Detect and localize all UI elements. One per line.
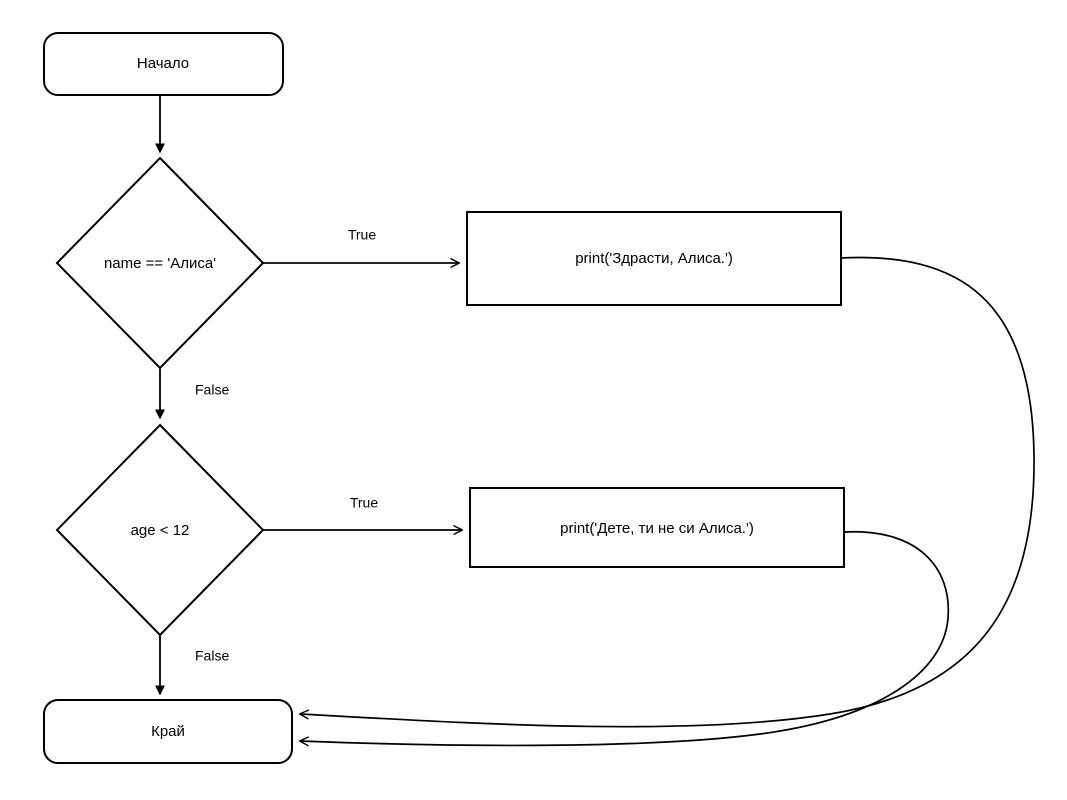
edge-label-name-true: True [348, 227, 376, 243]
edge-decision-age-false: False [160, 635, 229, 694]
print-child-not-alice-node-shape[interactable] [469, 487, 845, 568]
edge-print-child-not-alice-to-end [300, 530, 950, 746]
print-child-not-alice-node-label: print('Дете, ти не си Алиса.') [560, 520, 754, 537]
start-node-label: Начало [137, 55, 189, 72]
decision-age-node-shape[interactable] [55, 423, 265, 637]
edge-decision-name-true: True [263, 227, 459, 263]
edge-label-age-true: True [350, 495, 378, 511]
edge-print-hello-alice-to-end [300, 256, 1035, 728]
node-end[interactable]: Край [43, 699, 293, 764]
end-node-shape[interactable] [43, 699, 293, 764]
edge-decision-age-true: True [263, 495, 462, 530]
end-node-label: Край [151, 723, 185, 740]
edge-curve-child-to-end [300, 530, 950, 746]
print-hello-alice-node-shape[interactable] [466, 211, 842, 306]
node-print-child-not-alice[interactable]: print('Дете, ти не си Алиса.') [469, 487, 845, 568]
node-start[interactable]: Начало [43, 32, 284, 96]
node-print-hello-alice[interactable]: print('Здрасти, Алиса.') [466, 211, 842, 306]
decision-name-node-shape[interactable] [55, 156, 265, 370]
edge-label-name-false: False [195, 382, 229, 398]
edge-label-age-false: False [195, 648, 229, 664]
node-decision-age[interactable]: age < 12 [55, 423, 265, 637]
node-decision-name[interactable]: name == 'Алиса' [55, 156, 265, 370]
edge-decision-name-false: False [160, 368, 229, 418]
start-node-shape[interactable] [43, 32, 284, 96]
decision-name-node-label: name == 'Алиса' [104, 255, 216, 272]
edge-curve-hello-to-end [300, 256, 1035, 728]
decision-age-node-label: age < 12 [131, 522, 190, 539]
print-hello-alice-node-label: print('Здрасти, Алиса.') [575, 250, 733, 267]
